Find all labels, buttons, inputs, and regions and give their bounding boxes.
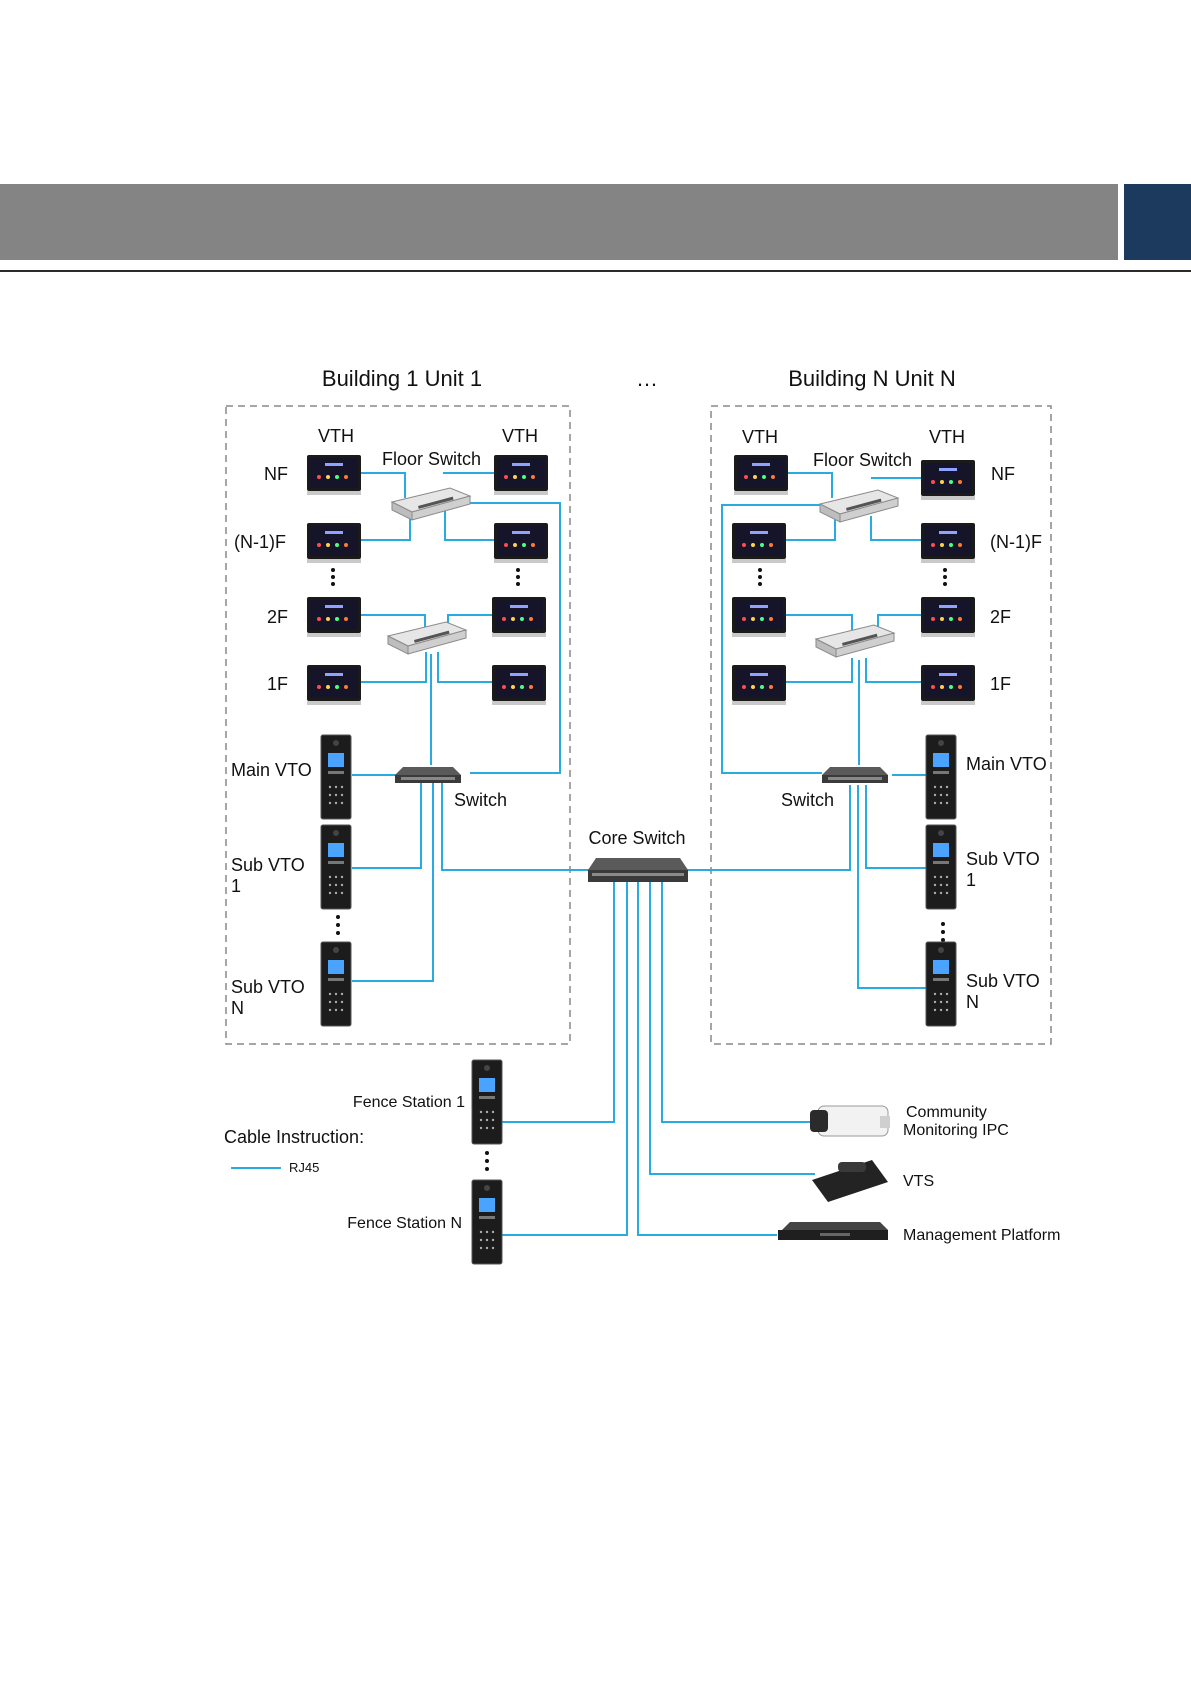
bN-floor-2f: 2F xyxy=(990,607,1011,627)
b1-vth-left-label: VTH xyxy=(318,426,354,446)
building1-title: Building 1 Unit 1 xyxy=(322,366,482,391)
bN-floor-switch-label: Floor Switch xyxy=(813,450,912,470)
vth-icon xyxy=(921,460,975,500)
core-switch-icon xyxy=(588,858,688,882)
b1-sub-vton-label: Sub VTO xyxy=(231,977,305,997)
vth-icon xyxy=(921,665,975,705)
header-bar xyxy=(0,184,1118,260)
bN-sub-vto1-label: Sub VTO xyxy=(966,849,1040,869)
b1-vth-right-label: VTH xyxy=(502,426,538,446)
vth-icon xyxy=(307,665,361,705)
b1-sub-vton-index: N xyxy=(231,998,244,1018)
bN-floor-nf: NF xyxy=(991,464,1015,484)
vth-icon xyxy=(921,523,975,563)
b1-main-vto-label: Main VTO xyxy=(231,760,312,780)
b1-floor-1f: 1F xyxy=(267,674,288,694)
fence-station-1-label: Fence Station 1 xyxy=(353,1094,465,1111)
buildingN-frame xyxy=(710,405,1052,1045)
b1-sub-vto1-index: 1 xyxy=(231,876,241,896)
network-switch-icon xyxy=(395,767,461,783)
rack-server-icon xyxy=(778,1222,888,1240)
fence-station-n-label: Fence Station N xyxy=(347,1215,462,1232)
b1-floor-2f: 2F xyxy=(267,607,288,627)
door-station-icon xyxy=(925,734,957,820)
bN-sub-vto1-index: 1 xyxy=(966,870,976,890)
vth-icon xyxy=(734,455,788,495)
door-station-icon xyxy=(320,734,352,820)
floor-switch-icon xyxy=(387,621,467,655)
bN-floor-1f: 1F xyxy=(990,674,1011,694)
vth-icon xyxy=(921,597,975,637)
floor-switch-icon xyxy=(815,624,895,658)
top-ellipsis: … xyxy=(636,366,658,391)
vth-icon xyxy=(307,597,361,637)
vth-icon xyxy=(494,455,548,495)
b1-floor-n1f: (N-1)F xyxy=(234,532,286,552)
header-rule xyxy=(0,270,1191,272)
vertical-ellipsis-icon xyxy=(331,568,520,935)
vth-icon xyxy=(307,523,361,563)
bN-vth-right-label: VTH xyxy=(929,427,965,447)
bN-sub-vton-label: Sub VTO xyxy=(966,971,1040,991)
ipc-label-line2: Monitoring IPC xyxy=(903,1122,1009,1139)
network-switch-icon xyxy=(822,767,888,783)
vth-icon xyxy=(732,665,786,705)
cables xyxy=(352,472,926,1236)
core-switch-label: Core Switch xyxy=(588,828,685,848)
bullet-camera-icon xyxy=(810,1105,890,1137)
bN-vth-left-label: VTH xyxy=(742,427,778,447)
floor-switch-icon xyxy=(391,487,471,521)
building1-frame xyxy=(225,405,571,1045)
door-station-icon xyxy=(471,1179,503,1265)
ipc-label-line1: Community xyxy=(906,1104,987,1121)
vertical-ellipsis-icon xyxy=(485,1151,489,1171)
vts-label: VTS xyxy=(903,1173,934,1190)
vth-icon xyxy=(307,455,361,495)
vth-icon xyxy=(492,597,546,637)
vth-icon xyxy=(494,523,548,563)
bN-switch-label: Switch xyxy=(781,790,834,810)
door-station-icon xyxy=(320,824,352,910)
b1-floor-nf: NF xyxy=(264,464,288,484)
platform-label: Management Platform xyxy=(903,1227,1060,1244)
bN-floor-n1f: (N-1)F xyxy=(990,532,1042,552)
cable-instruction-label: Cable Instruction: xyxy=(224,1127,364,1147)
header-accent xyxy=(1124,184,1191,260)
door-station-icon xyxy=(925,941,957,1027)
vth-icon xyxy=(492,665,546,705)
bN-sub-vton-index: N xyxy=(966,992,979,1012)
rj45-legend-label: RJ45 xyxy=(289,1160,319,1175)
door-station-icon xyxy=(471,1059,503,1145)
b1-switch-label: Switch xyxy=(454,790,507,810)
door-station-icon xyxy=(925,824,957,910)
desk-station-icon xyxy=(812,1160,888,1202)
vth-icon xyxy=(732,523,786,563)
b1-sub-vto1-label: Sub VTO xyxy=(231,855,305,875)
door-station-icon xyxy=(320,941,352,1027)
buildingN-title: Building N Unit N xyxy=(788,366,956,391)
vertical-ellipsis-icon xyxy=(758,568,947,942)
b1-floor-switch-label: Floor Switch xyxy=(382,449,481,469)
vth-icon xyxy=(732,597,786,637)
bN-main-vto-label: Main VTO xyxy=(966,754,1047,774)
